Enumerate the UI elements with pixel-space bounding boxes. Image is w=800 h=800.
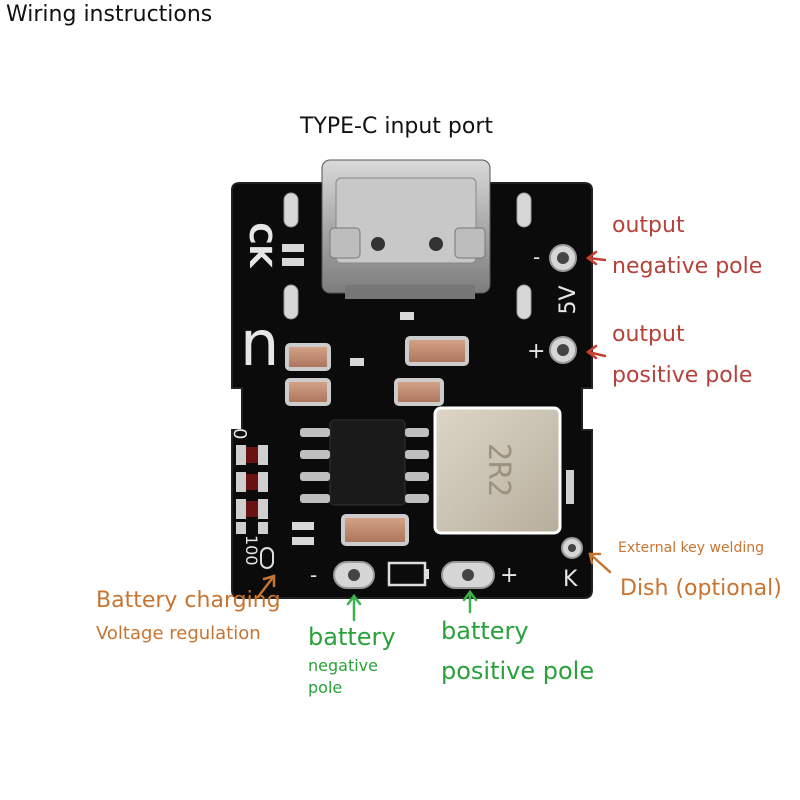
solder-pads (260, 244, 583, 589)
battery-negative-label-line2: negative (308, 656, 378, 675)
battery-charging-label-line1: Battery charging (96, 588, 281, 613)
output-positive-label-line2: positive pole (612, 363, 753, 388)
external-key-label-line2: Dish (optional) (620, 576, 782, 601)
battery-positive-label-line2: positive pole (441, 657, 595, 685)
output-positive-label-line1: output (612, 322, 685, 347)
silk-bat-plus: + (500, 563, 518, 588)
arrows (256, 250, 612, 622)
battery-negative-label-line1: battery (308, 623, 396, 651)
battery-charging-label-line2: Voltage regulation (96, 623, 261, 644)
svg-text:2R2: 2R2 (481, 443, 516, 497)
output-negative-label-line2: negative pole (612, 254, 763, 279)
smd-capacitors (285, 336, 469, 546)
silk-minus: - (533, 245, 540, 269)
output-negative-label-line1: output (612, 213, 685, 238)
usb-c-connector (321, 159, 491, 299)
silk-5v: 5V (556, 285, 581, 314)
battery-positive-label-line1: battery (441, 617, 529, 645)
external-key-label-line1: External key welding (618, 540, 764, 556)
page-title: Wiring instructions (6, 2, 213, 27)
silk-0: 0 (229, 428, 250, 439)
silk-plus: + (527, 339, 545, 364)
inductor: 2R2 (433, 406, 562, 535)
silk-bat-minus: - (310, 563, 317, 587)
silk-k: K (563, 567, 578, 592)
silk-ck: CK (242, 222, 277, 269)
ic-chip (300, 419, 429, 506)
battery-negative-label-line3: pole (308, 678, 343, 697)
silk-100: 100 (242, 535, 261, 566)
silk-n: n (240, 307, 279, 380)
typec-port-label: TYPE-C input port (300, 114, 494, 139)
